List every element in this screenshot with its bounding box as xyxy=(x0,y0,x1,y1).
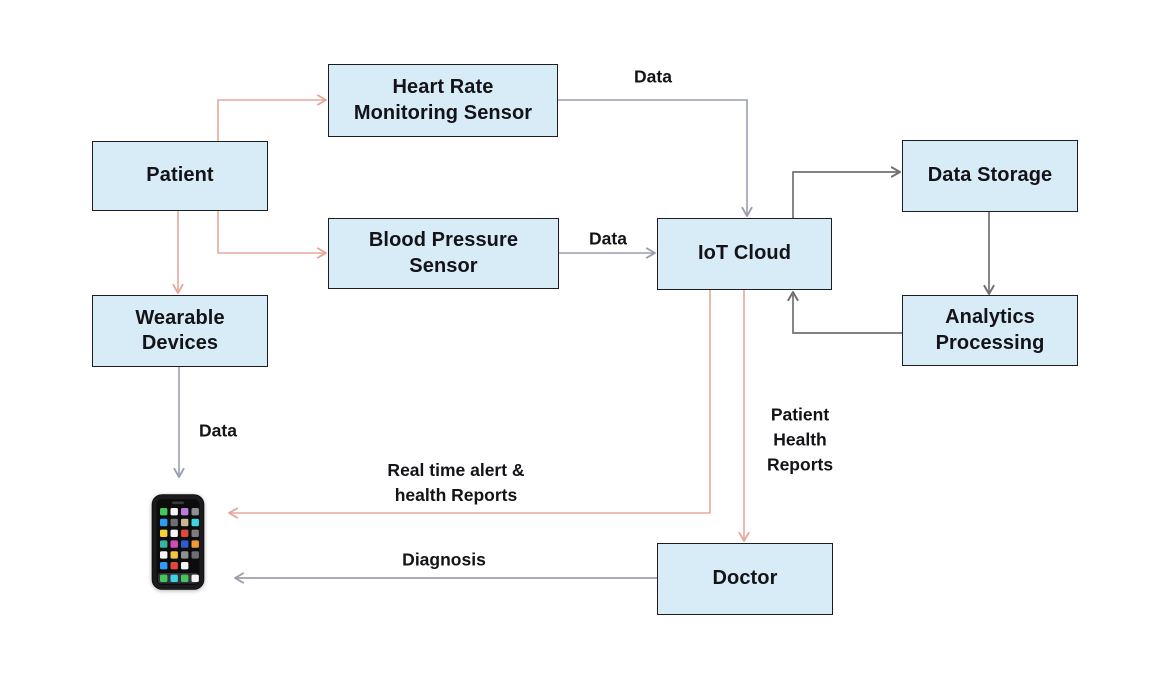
edge-label-patient-health-reports: Patient Health Reports xyxy=(766,404,834,475)
node-data-storage: Data Storage xyxy=(902,140,1078,212)
edge-patient-to-blood-pressure xyxy=(217,211,327,259)
edge-label-real-time-alert: Real time alert & health Reports xyxy=(387,460,525,505)
edge-heart-rate-to-cloud xyxy=(558,99,753,217)
node-patient: Patient xyxy=(92,141,268,211)
node-blood-pressure-sensor: Blood Pressure Sensor xyxy=(328,218,559,289)
smartphone-icon xyxy=(151,494,205,590)
edge-label-diagnosis: Diagnosis xyxy=(402,549,486,570)
edge-cloud-to-data-storage xyxy=(792,166,901,218)
edge-analytics-to-cloud xyxy=(787,291,902,334)
node-analytics-processing: Analytics Processing xyxy=(902,295,1078,366)
edge-label-data-heart-rate: Data xyxy=(634,66,672,87)
edge-label-data-wearable: Data xyxy=(199,420,237,441)
node-doctor: Doctor xyxy=(657,543,833,615)
node-iot-cloud: IoT Cloud xyxy=(657,218,832,290)
edge-cloud-to-phone xyxy=(228,290,711,519)
node-heart-rate-monitoring-sensor: Heart Rate Monitoring Sensor xyxy=(328,64,558,137)
node-wearable-devices: Wearable Devices xyxy=(92,295,268,367)
edge-label-data-blood-pressure: Data xyxy=(589,228,627,249)
edge-patient-to-heart-rate xyxy=(217,94,327,141)
